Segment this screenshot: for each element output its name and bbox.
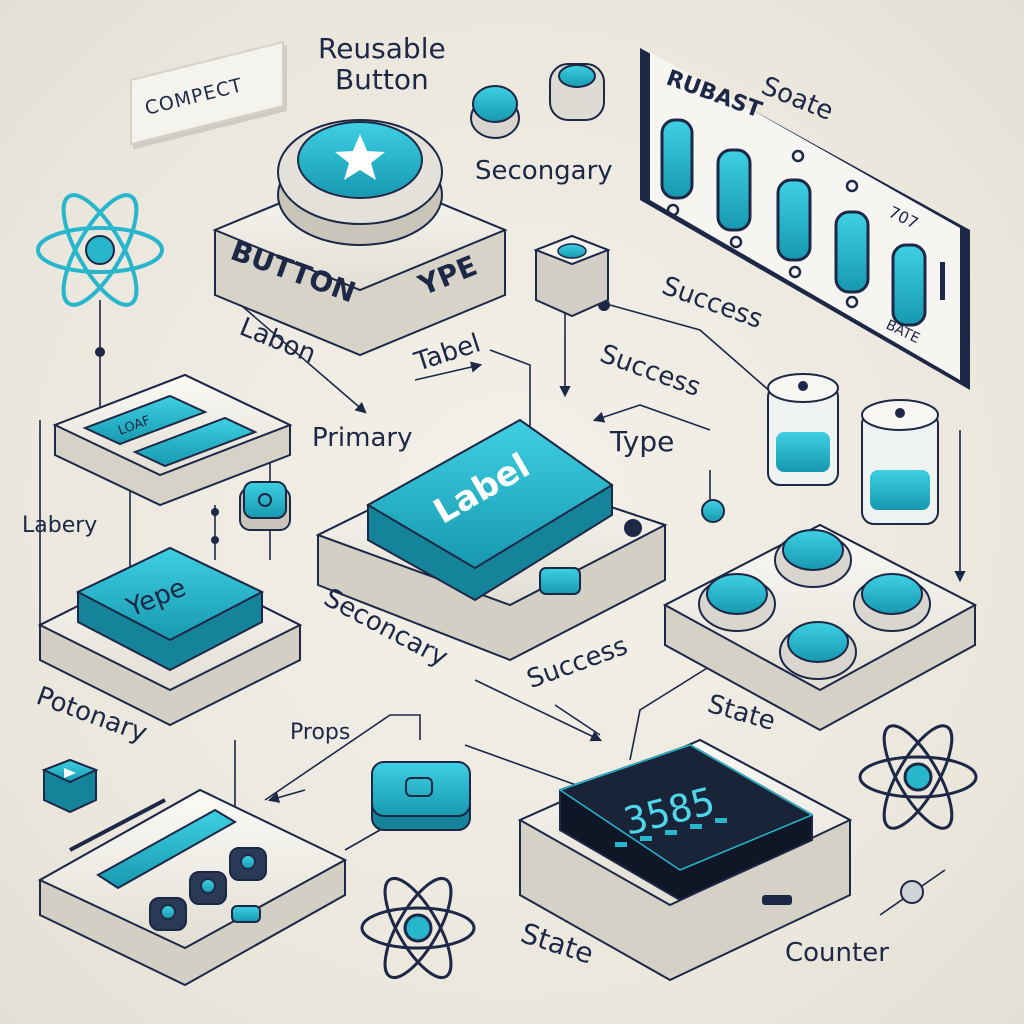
- progress-cylinder: [767, 373, 839, 486]
- pin-icon: [900, 880, 924, 904]
- secondary-top-label: Secongary: [475, 156, 613, 186]
- compect-tag: COMPECT: [130, 40, 284, 150]
- props-button[interactable]: [371, 761, 471, 831]
- play-icon: [64, 768, 76, 778]
- round-button-small[interactable]: [470, 85, 520, 139]
- type-button-module[interactable]: [37, 546, 303, 727]
- star-icon: [335, 134, 385, 180]
- primary-label: Primary: [312, 423, 413, 453]
- four-button-pad[interactable]: [662, 523, 978, 732]
- play-button[interactable]: [41, 758, 99, 814]
- cube-node: [533, 234, 611, 318]
- label-card-module[interactable]: LOAF: [52, 373, 293, 507]
- small-square-button[interactable]: [239, 481, 291, 531]
- counter-display-device: 3585: [517, 738, 853, 982]
- label-button-module[interactable]: [315, 418, 668, 662]
- counter-label: Counter: [785, 938, 889, 968]
- star-button-module[interactable]: [212, 119, 508, 357]
- labery-label: Labery: [22, 513, 98, 538]
- props-label: Props: [290, 720, 351, 745]
- progress-cylinder: [861, 399, 939, 525]
- round-button-small[interactable]: [549, 63, 605, 121]
- state-panel: [640, 48, 970, 390]
- reusable-button-label: Reusable Button: [318, 32, 446, 96]
- react-atom-icon: [36, 193, 164, 307]
- react-atom-icon: [858, 724, 978, 830]
- react-atom-icon: [360, 876, 476, 980]
- control-board[interactable]: [37, 788, 348, 987]
- node-dot: [701, 499, 725, 523]
- type-mid-label: Type: [610, 425, 675, 458]
